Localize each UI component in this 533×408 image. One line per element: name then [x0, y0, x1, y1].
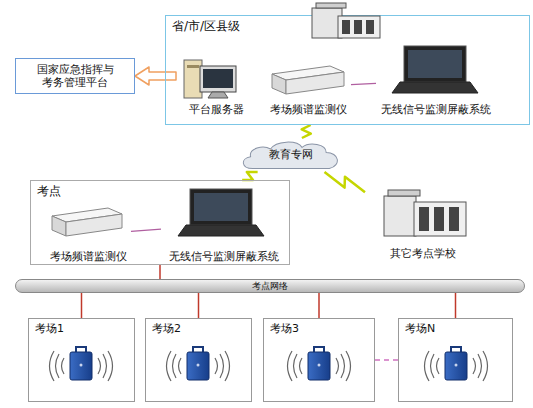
region-group: 省/市/区县级平台服务器考场频谱监测仪无线信号监测屏蔽系统 [165, 15, 530, 125]
node-label: 平台服务器 [164, 103, 268, 116]
node-label: 无线信号监测屏蔽系统 [149, 250, 298, 263]
server-slot [434, 207, 444, 231]
laptop-display [194, 193, 248, 221]
connector-line [351, 83, 376, 84]
shield-device-icon [167, 347, 230, 381]
node-label: 国家应急指挥与 考务管理平台 [32, 63, 118, 89]
shield-device-icon [425, 347, 488, 381]
monitor-screen [203, 69, 233, 88]
server-slot [449, 207, 459, 231]
connector-line [318, 293, 320, 318]
monitor-icon [200, 66, 236, 92]
server-icon [388, 190, 420, 196]
exam-room: 考场N [398, 318, 513, 402]
laptop-base [178, 225, 264, 236]
cloud-outline [243, 142, 337, 168]
laptop-screen [404, 46, 466, 82]
server-icon [414, 202, 466, 236]
network-bus: 考点网络 [15, 279, 525, 293]
connector-line [81, 293, 83, 318]
shield-device-icon [50, 347, 113, 381]
site-group: 考点考场频谱监测仪无线信号监测屏蔽系统 [30, 180, 290, 265]
wireless-link [242, 172, 257, 180]
laptop-display [408, 50, 462, 78]
exam-room: 考场1 [28, 318, 135, 402]
server-slot [366, 20, 374, 34]
node-label: 考点 [37, 184, 61, 198]
wireless-link [302, 125, 311, 138]
node-label: 考场N [405, 322, 435, 335]
node-label: 其它考点学校 [353, 247, 492, 260]
spectrum-monitor [272, 66, 344, 80]
shield-device-icon [288, 347, 351, 381]
server-icon [338, 16, 380, 38]
spectrum-monitor [52, 208, 122, 222]
node-label: 考场1 [35, 322, 64, 335]
node-label: 考场2 [152, 322, 181, 335]
laptop-node: 无线信号监测屏蔽系统 [161, 186, 286, 263]
tower-case [184, 60, 202, 98]
server-icon [312, 8, 342, 38]
block-arrow [135, 67, 176, 85]
spectrum-monitor [52, 216, 66, 236]
spectrum-node: 考场频谱监测仪 [266, 58, 351, 116]
node-label: 省/市/区县级 [172, 19, 240, 33]
laptop-screen [190, 189, 252, 225]
platform-box: 国家应急指挥与 考务管理平台 [15, 58, 135, 94]
spectrum-monitor [66, 214, 122, 236]
school-node: 其它考点学校 [365, 182, 480, 260]
connector-line [159, 265, 161, 279]
server-node: 平台服务器 [176, 58, 256, 116]
node-label: 考点网络 [252, 281, 288, 292]
connector-line [198, 293, 200, 318]
network-cloud: 教育专网 [238, 138, 343, 172]
server-icon [384, 196, 416, 236]
server-slot [419, 207, 429, 231]
exam-room: 考场2 [145, 318, 252, 402]
spectrum-monitor [272, 74, 286, 94]
server-slot [354, 20, 362, 34]
connector-line [375, 359, 398, 361]
node-label: 考场频谱监测仪 [254, 103, 363, 116]
server-slot [342, 20, 350, 34]
node-label: 无线信号监测屏蔽系统 [364, 103, 508, 116]
server-icon [316, 3, 346, 8]
laptop-base [392, 82, 478, 93]
spectrum-monitor [286, 72, 344, 94]
spectrum-node: 考场频谱监测仪 [46, 206, 131, 263]
node-label: 考场3 [270, 322, 299, 335]
laptop-node: 无线信号监测屏蔽系统 [376, 44, 496, 116]
node-label: 考场频谱监测仪 [34, 250, 143, 263]
connector-line [455, 293, 457, 318]
monitor-stand [208, 92, 228, 98]
exam-room: 考场3 [263, 318, 375, 402]
node-label: 教育专网 [269, 148, 313, 161]
wireless-link [325, 172, 366, 192]
connector-line [131, 229, 161, 231]
tower-slot [187, 65, 199, 68]
